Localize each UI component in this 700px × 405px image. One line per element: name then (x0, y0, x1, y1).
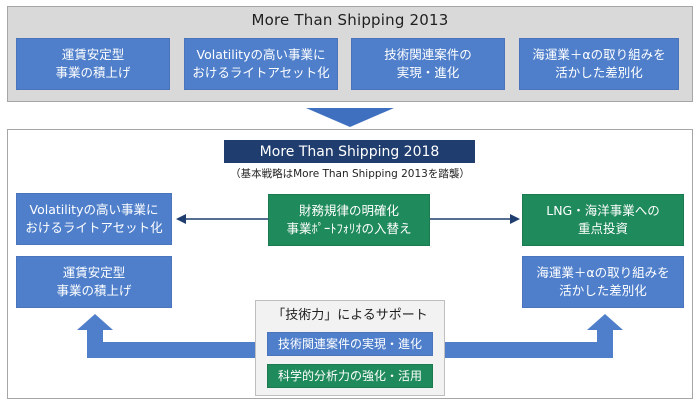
mts2013-box-differentiation: 海運業＋αの取り組みを 活かした差別化 (519, 38, 679, 90)
support-right-up-arrow (445, 314, 623, 358)
support-left-up-arrow (77, 314, 255, 358)
support-title: 「技術力」によるサポート (272, 308, 428, 323)
center-left-arrow (176, 214, 268, 224)
mts2018-box-lng-offshore: LNG・海洋事業への 重点投資 (522, 194, 684, 246)
mts2018-subtitle: （基本戦略はMore Than Shipping 2013を踏襲） (230, 168, 470, 180)
mts2018-box-light-asset: Volatilityの高い事業に おけるライトアセット化 (16, 193, 172, 245)
center-right-arrow (430, 214, 520, 224)
support-item-technology: 技術関連案件の実現・進化 (267, 332, 433, 356)
mts2013-box-light-asset: Volatilityの高い事業に おけるライトアセット化 (184, 38, 338, 90)
mts2013-title: More Than Shipping 2013 (251, 11, 449, 29)
support-item-scientific-analysis: 科学的分析力の強化・活用 (267, 364, 433, 388)
transition-down-arrow (306, 108, 394, 127)
mts2013-box-technology: 技術関連案件の 実現・進化 (351, 38, 505, 90)
mts2018-title: More Than Shipping 2018 (224, 140, 475, 163)
mts2013-box-stable-business: 運賃安定型 事業の積上げ (16, 38, 170, 90)
mts2018-box-stable-business: 運賃安定型 事業の積上げ (16, 256, 172, 308)
mts2018-box-financial-discipline: 財務規律の明確化 事業ﾎﾟｰﾄﾌｫﾘｵの入替え (268, 194, 430, 246)
mts2018-box-differentiation: 海運業＋αの取り組みを 活かした差別化 (522, 256, 684, 308)
